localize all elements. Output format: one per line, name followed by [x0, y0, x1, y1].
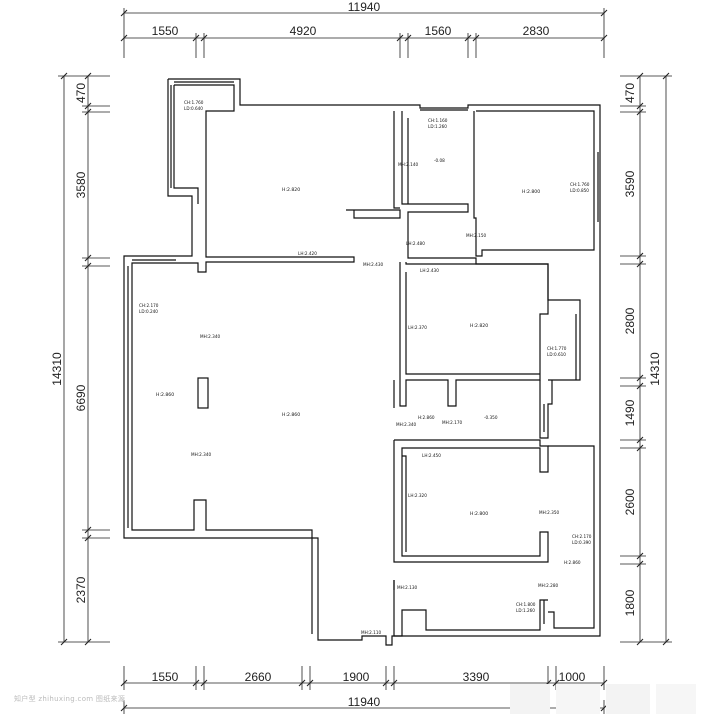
annotation-a3: MH:2.140: [398, 162, 418, 167]
room-upper-left-bottom: [346, 209, 401, 219]
dim-bottom-seg-1: 1550: [152, 670, 179, 684]
corridor-right-wall: [539, 380, 553, 439]
room-upper-middle: [401, 111, 469, 240]
dim-left-total: 14310: [50, 352, 64, 386]
dim-bottom-seg-3: 1900: [343, 670, 370, 684]
walls: [123, 78, 601, 646]
dim-top-seg-4: 2830: [523, 24, 550, 38]
dim-top-total: 11940: [348, 0, 381, 14]
plan-annotations: CH:1.760 LD:0.640 CH:1.160 LD:1.260 MH:2…: [139, 100, 592, 635]
annotation-a4: -0.08: [434, 158, 445, 163]
annotation-a17-2: LD:0.610: [547, 352, 566, 357]
annotation-a10: LH:2.480: [406, 241, 425, 246]
dimension-labels: 11940 1550 4920 1560 2830 1550 2660 1900…: [50, 0, 662, 709]
annotation-a5: H:2.820: [282, 187, 300, 193]
dim-left-seg-3: 6690: [74, 384, 88, 411]
annotation-a12: LH:2.430: [420, 268, 439, 273]
annotation-a2-1: CH:1.160: [428, 118, 448, 123]
annotation-a8: LH:2.420: [298, 251, 317, 256]
annotation-a2-2: LD:1.260: [428, 124, 447, 129]
annotation-a14: MH:2.340: [200, 334, 220, 339]
annotation-a29-1: CH:2.170: [572, 534, 592, 539]
dim-left-seg-1: 470: [74, 83, 88, 103]
annotation-a28: MH:2.350: [539, 510, 559, 515]
living-column: [197, 377, 209, 409]
room-lower-right-wall-east: [548, 445, 595, 629]
annotation-a7-1: CH:1.760: [570, 182, 590, 187]
annotation-a21: MH:2.340: [396, 422, 416, 427]
dim-right-seg-6: 1800: [623, 589, 637, 616]
dimension-ticks: [60, 9, 670, 712]
annotation-a1-1: CH:1.760: [184, 100, 204, 105]
room-upper-right: [473, 110, 595, 257]
watermark-logo: [510, 684, 700, 714]
corridor-top: [407, 240, 581, 381]
dim-bottom-seg-5: 1000: [559, 670, 586, 684]
annotation-a30: H:2.860: [564, 560, 581, 565]
balcony-inner: [173, 85, 199, 204]
room-middle-right: [399, 262, 549, 407]
annotation-a17-1: CH:1.770: [547, 346, 567, 351]
annotation-a32: MH:2.280: [538, 583, 558, 588]
room-lower-right-inner: [402, 455, 407, 552]
dim-top-seg-2: 4920: [290, 24, 317, 38]
room-bottom: [393, 580, 548, 637]
annotation-a15: LH:2.370: [408, 325, 427, 330]
dim-right-seg-2: 3590: [623, 170, 637, 197]
annotation-a25: LH:2.450: [422, 453, 441, 458]
dim-top-seg-1: 1550: [152, 24, 179, 38]
annotation-a26: LH:2.320: [408, 493, 427, 498]
annotation-a24: MH:2.340: [191, 452, 211, 457]
watermark-text: 知户型 zhihuxing.com 图纸来源: [14, 695, 126, 703]
annotation-a33-1: CH:1.800: [516, 602, 536, 607]
annotation-a29-2: LD:0.390: [572, 540, 591, 545]
annotation-a7-2: LD:0.850: [570, 188, 589, 193]
dim-right-total: 14310: [648, 352, 662, 386]
dim-left-seg-4: 2370: [74, 576, 88, 603]
annotation-a33-2: LD:1.260: [516, 608, 535, 613]
annotation-a13-1: CH:2.170: [139, 303, 159, 308]
annotation-a34: MH:2.110: [361, 630, 381, 635]
annotation-a20: H:2.860: [418, 415, 435, 420]
dim-bottom-seg-4: 3390: [463, 670, 490, 684]
annotation-a18: H:2.860: [156, 392, 174, 398]
room-upper-left-right-wall: [393, 111, 400, 209]
room-lower-right: [393, 439, 549, 563]
dim-right-seg-5: 2600: [623, 488, 637, 515]
dim-bottom-seg-2: 2660: [245, 670, 272, 684]
annotation-a22: MH:2.170: [442, 420, 462, 425]
dim-left-seg-2: 3580: [74, 171, 88, 198]
annotation-a19: H:2.860: [282, 412, 300, 418]
dim-right-seg-3: 2800: [623, 307, 637, 334]
inner-wall-outline: [131, 84, 355, 634]
annotation-a11: MH:2.150: [466, 233, 486, 238]
annotation-a13-2: LD:0.240: [139, 309, 158, 314]
annotation-a6: H:2.800: [522, 189, 540, 195]
annotation-a1-2: LD:0.640: [184, 106, 203, 111]
room-middle-right-inner: [405, 272, 540, 375]
annotation-a9: MH:2.430: [363, 262, 383, 267]
dim-bottom-total: 11940: [348, 695, 381, 709]
annotation-a27: H:2.800: [470, 511, 488, 517]
dim-top-seg-3: 1560: [425, 24, 452, 38]
annotation-a23: -0.350: [484, 415, 498, 420]
dim-right-seg-4: 1490: [623, 399, 637, 426]
outer-wall-outline: [123, 78, 601, 646]
annotation-a16: H:2.820: [470, 323, 488, 329]
annotation-a31: MH:2.130: [397, 585, 417, 590]
dim-right-seg-1: 470: [623, 83, 637, 103]
